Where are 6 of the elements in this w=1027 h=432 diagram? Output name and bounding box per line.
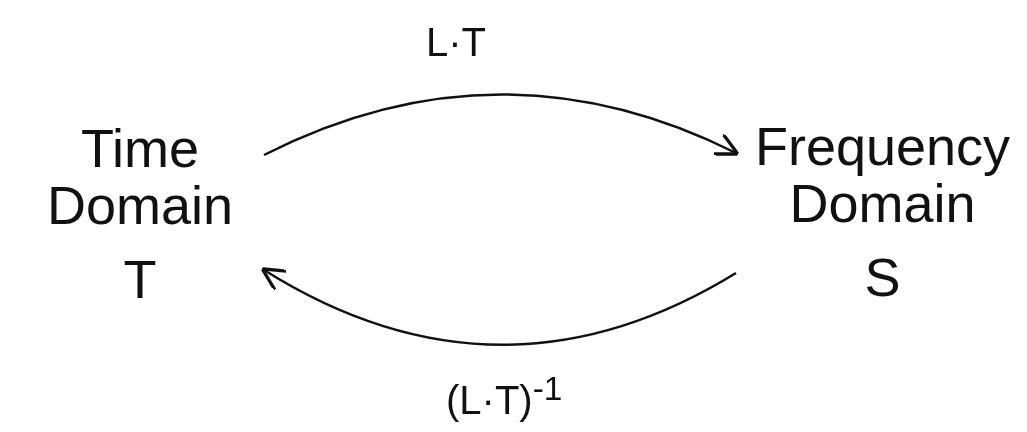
- node-label: T: [123, 251, 157, 309]
- curved-arrow: [260, 267, 737, 346]
- node-label: Frequency Domain: [753, 118, 1012, 232]
- curved-arrow: [263, 93, 740, 157]
- node-label: S: [864, 249, 901, 307]
- node-label: Time Domain: [45, 120, 235, 234]
